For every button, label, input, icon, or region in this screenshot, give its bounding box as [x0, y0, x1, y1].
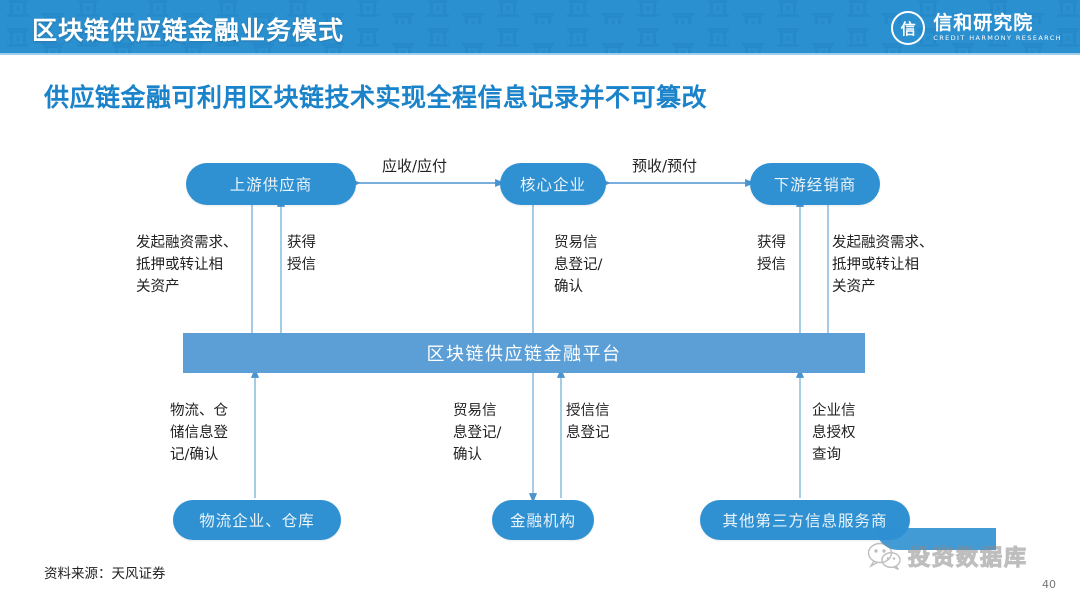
brand-logo: 信 信和研究院 CREDIT HARMONY RESEARCH: [891, 8, 1062, 48]
note-dealer-financing-request: 发起融资需求、 抵押或转让相 关资产: [832, 235, 934, 295]
watermark-label: 投资数据库: [907, 546, 1028, 572]
node-label: 下游经销商: [773, 176, 857, 194]
platform-label: 区块链供应链金融平台: [426, 344, 622, 365]
node-core-enterprise[interactable]: 核心企业: [500, 163, 606, 205]
page-number: 40: [1042, 578, 1056, 591]
node-third-party-service[interactable]: 其他第三方信息服务商: [700, 500, 910, 540]
logo-name-en: CREDIT HARMONY RESEARCH: [933, 34, 1062, 42]
header-divider: [0, 53, 1080, 55]
node-logistics-warehouse[interactable]: 物流企业、仓库: [173, 500, 341, 540]
page-title: 区块链供应链金融业务模式: [32, 16, 345, 45]
node-upstream-supplier[interactable]: 上游供应商: [186, 163, 356, 205]
note-trade-info-registration: 贸易信 息登记/ 确认: [554, 235, 603, 295]
node-label: 金融机构: [509, 512, 576, 530]
watermark: 投资数据库: [867, 540, 1028, 572]
note-logistics-warehouse-info: 物流、仓 储信息登 记/确认: [170, 403, 228, 463]
node-label: 上游供应商: [229, 176, 313, 194]
node-label: 其他第三方信息服务商: [722, 512, 888, 530]
note-enterprise-info-authorization: 企业信 息授权 查询: [812, 403, 856, 463]
node-blockchain-platform[interactable]: 区块链供应链金融平台: [183, 333, 865, 373]
note-supplier-credit-granted: 获得 授信: [287, 235, 316, 273]
logo-seal-icon: 信: [891, 11, 926, 45]
node-financial-institution[interactable]: 金融机构: [492, 500, 594, 540]
node-downstream-dealer[interactable]: 下游经销商: [750, 163, 880, 205]
slide-header: 区块链供应链金融业务模式 信 信和研究院 CREDIT HARMONY RESE…: [0, 0, 1080, 55]
node-label: 核心企业: [519, 176, 586, 194]
logo-name-cn: 信和研究院: [933, 12, 1034, 34]
note-trade-info-registration-lower: 贸易信 息登记/ 确认: [453, 403, 502, 463]
arrow-label-receivable-payable: 应收/应付: [382, 157, 448, 175]
note-supplier-financing-request: 发起融资需求、 抵押或转让相 关资产: [136, 235, 238, 295]
node-label: 物流企业、仓库: [199, 512, 315, 530]
wechat-icon: [867, 542, 901, 570]
flow-diagram: 上游供应商 核心企业 下游经销商 应收/应付 预收/预付 发起融资需求、 抵押或…: [0, 130, 1080, 550]
corner-decoration: [876, 528, 996, 550]
arrow-label-prepaid-advance: 预收/预付: [632, 157, 698, 175]
note-credit-info-registration: 授信信 息登记: [566, 403, 610, 441]
section-subtitle: 供应链金融可利用区块链技术实现全程信息记录并不可篡改: [44, 83, 708, 112]
note-dealer-credit-granted: 获得 授信: [757, 235, 786, 273]
source-note: 资料来源：天风证券: [44, 566, 166, 582]
diagram-connectors: [247, 178, 833, 503]
